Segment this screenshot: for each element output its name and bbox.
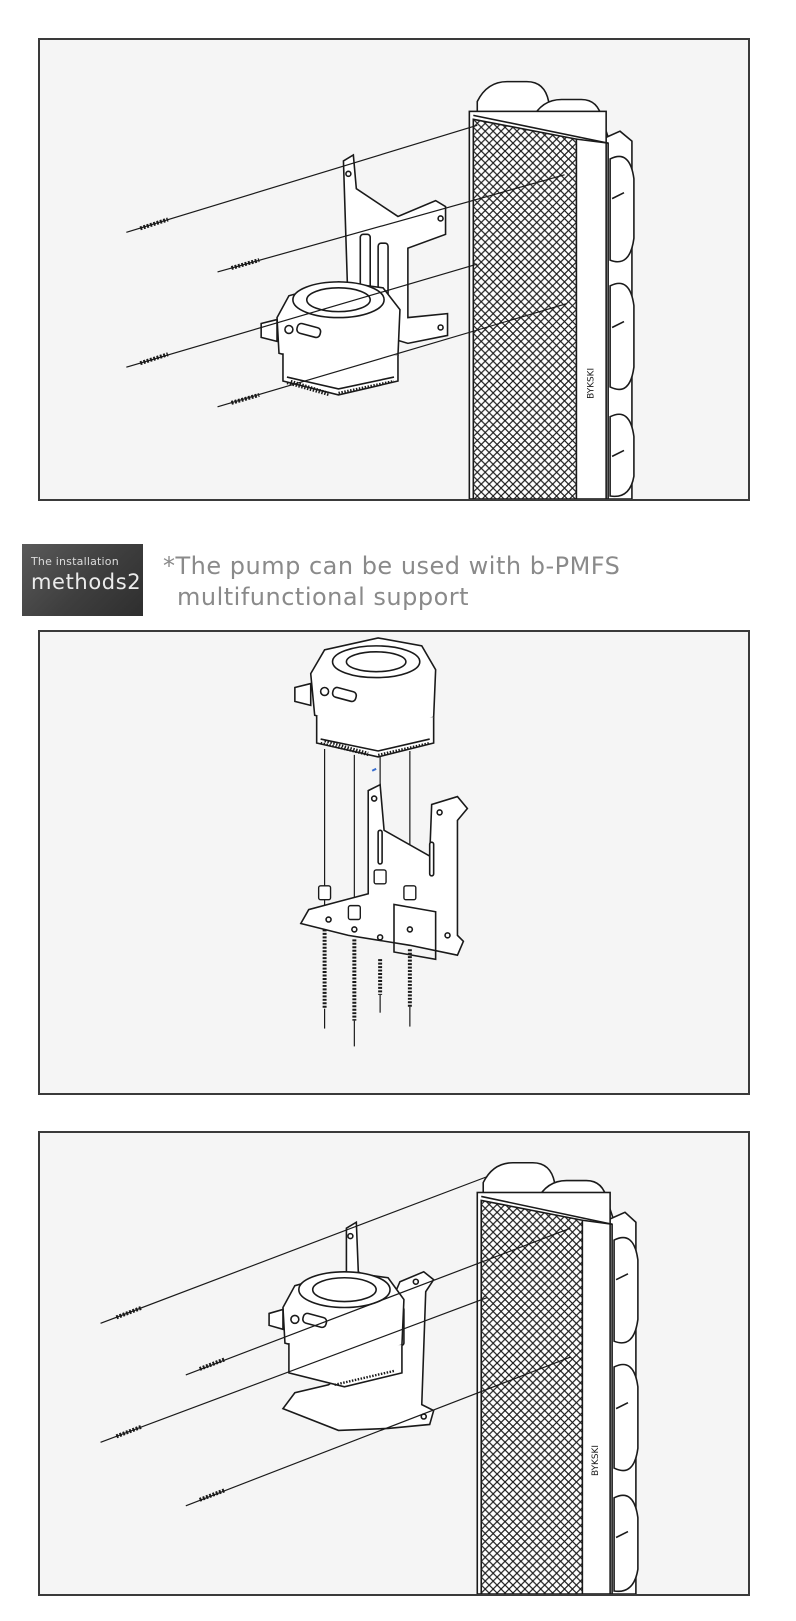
installation-method-badge: The installation methods2 [22, 544, 143, 616]
screw-guide-lines [126, 124, 567, 408]
screws [115, 1305, 227, 1502]
blue-marker [371, 767, 377, 772]
diagram-panel-pump-to-support [38, 630, 750, 1095]
screw-guide-lines [100, 1176, 571, 1507]
screw-3 [115, 1424, 143, 1439]
screw-2 [230, 258, 260, 270]
pump [260, 281, 401, 397]
diagram-panel-pump-bracket-radiator: BYKSKI [38, 38, 750, 501]
installation-note: *The pump can be used with b-PMFS multif… [163, 551, 620, 613]
note-line-2: multifunctional support [177, 583, 470, 611]
badge-line-1: The installation [31, 555, 119, 568]
radiator [468, 80, 635, 499]
screw-1 [115, 1305, 143, 1320]
screws [322, 929, 412, 1021]
pump [294, 637, 437, 758]
screw-4 [198, 1488, 227, 1502]
pump-to-support-illustration [294, 637, 469, 1047]
screw-1 [139, 217, 169, 231]
radiator-logo-text: BYKSKI [591, 1445, 601, 1476]
pump-bracket-radiator-illustration: BYKSKI [126, 80, 635, 499]
screw-tips [324, 994, 411, 1047]
screws [139, 217, 260, 405]
assembled-to-radiator-illustration: BYKSKI [100, 1161, 639, 1594]
radiator-logo-text: BYKSKI [586, 368, 596, 399]
screw-2 [198, 1357, 227, 1371]
badge-line-2: methods2 [31, 570, 142, 594]
standoffs [317, 869, 417, 921]
diagram-panel-assembled-to-radiator: BYKSKI [38, 1131, 750, 1596]
screw-3 [139, 352, 169, 366]
screw-4 [230, 393, 260, 405]
note-line-1: *The pump can be used with b-PMFS [163, 552, 621, 580]
radiator [476, 1161, 639, 1594]
pump [268, 1270, 405, 1388]
